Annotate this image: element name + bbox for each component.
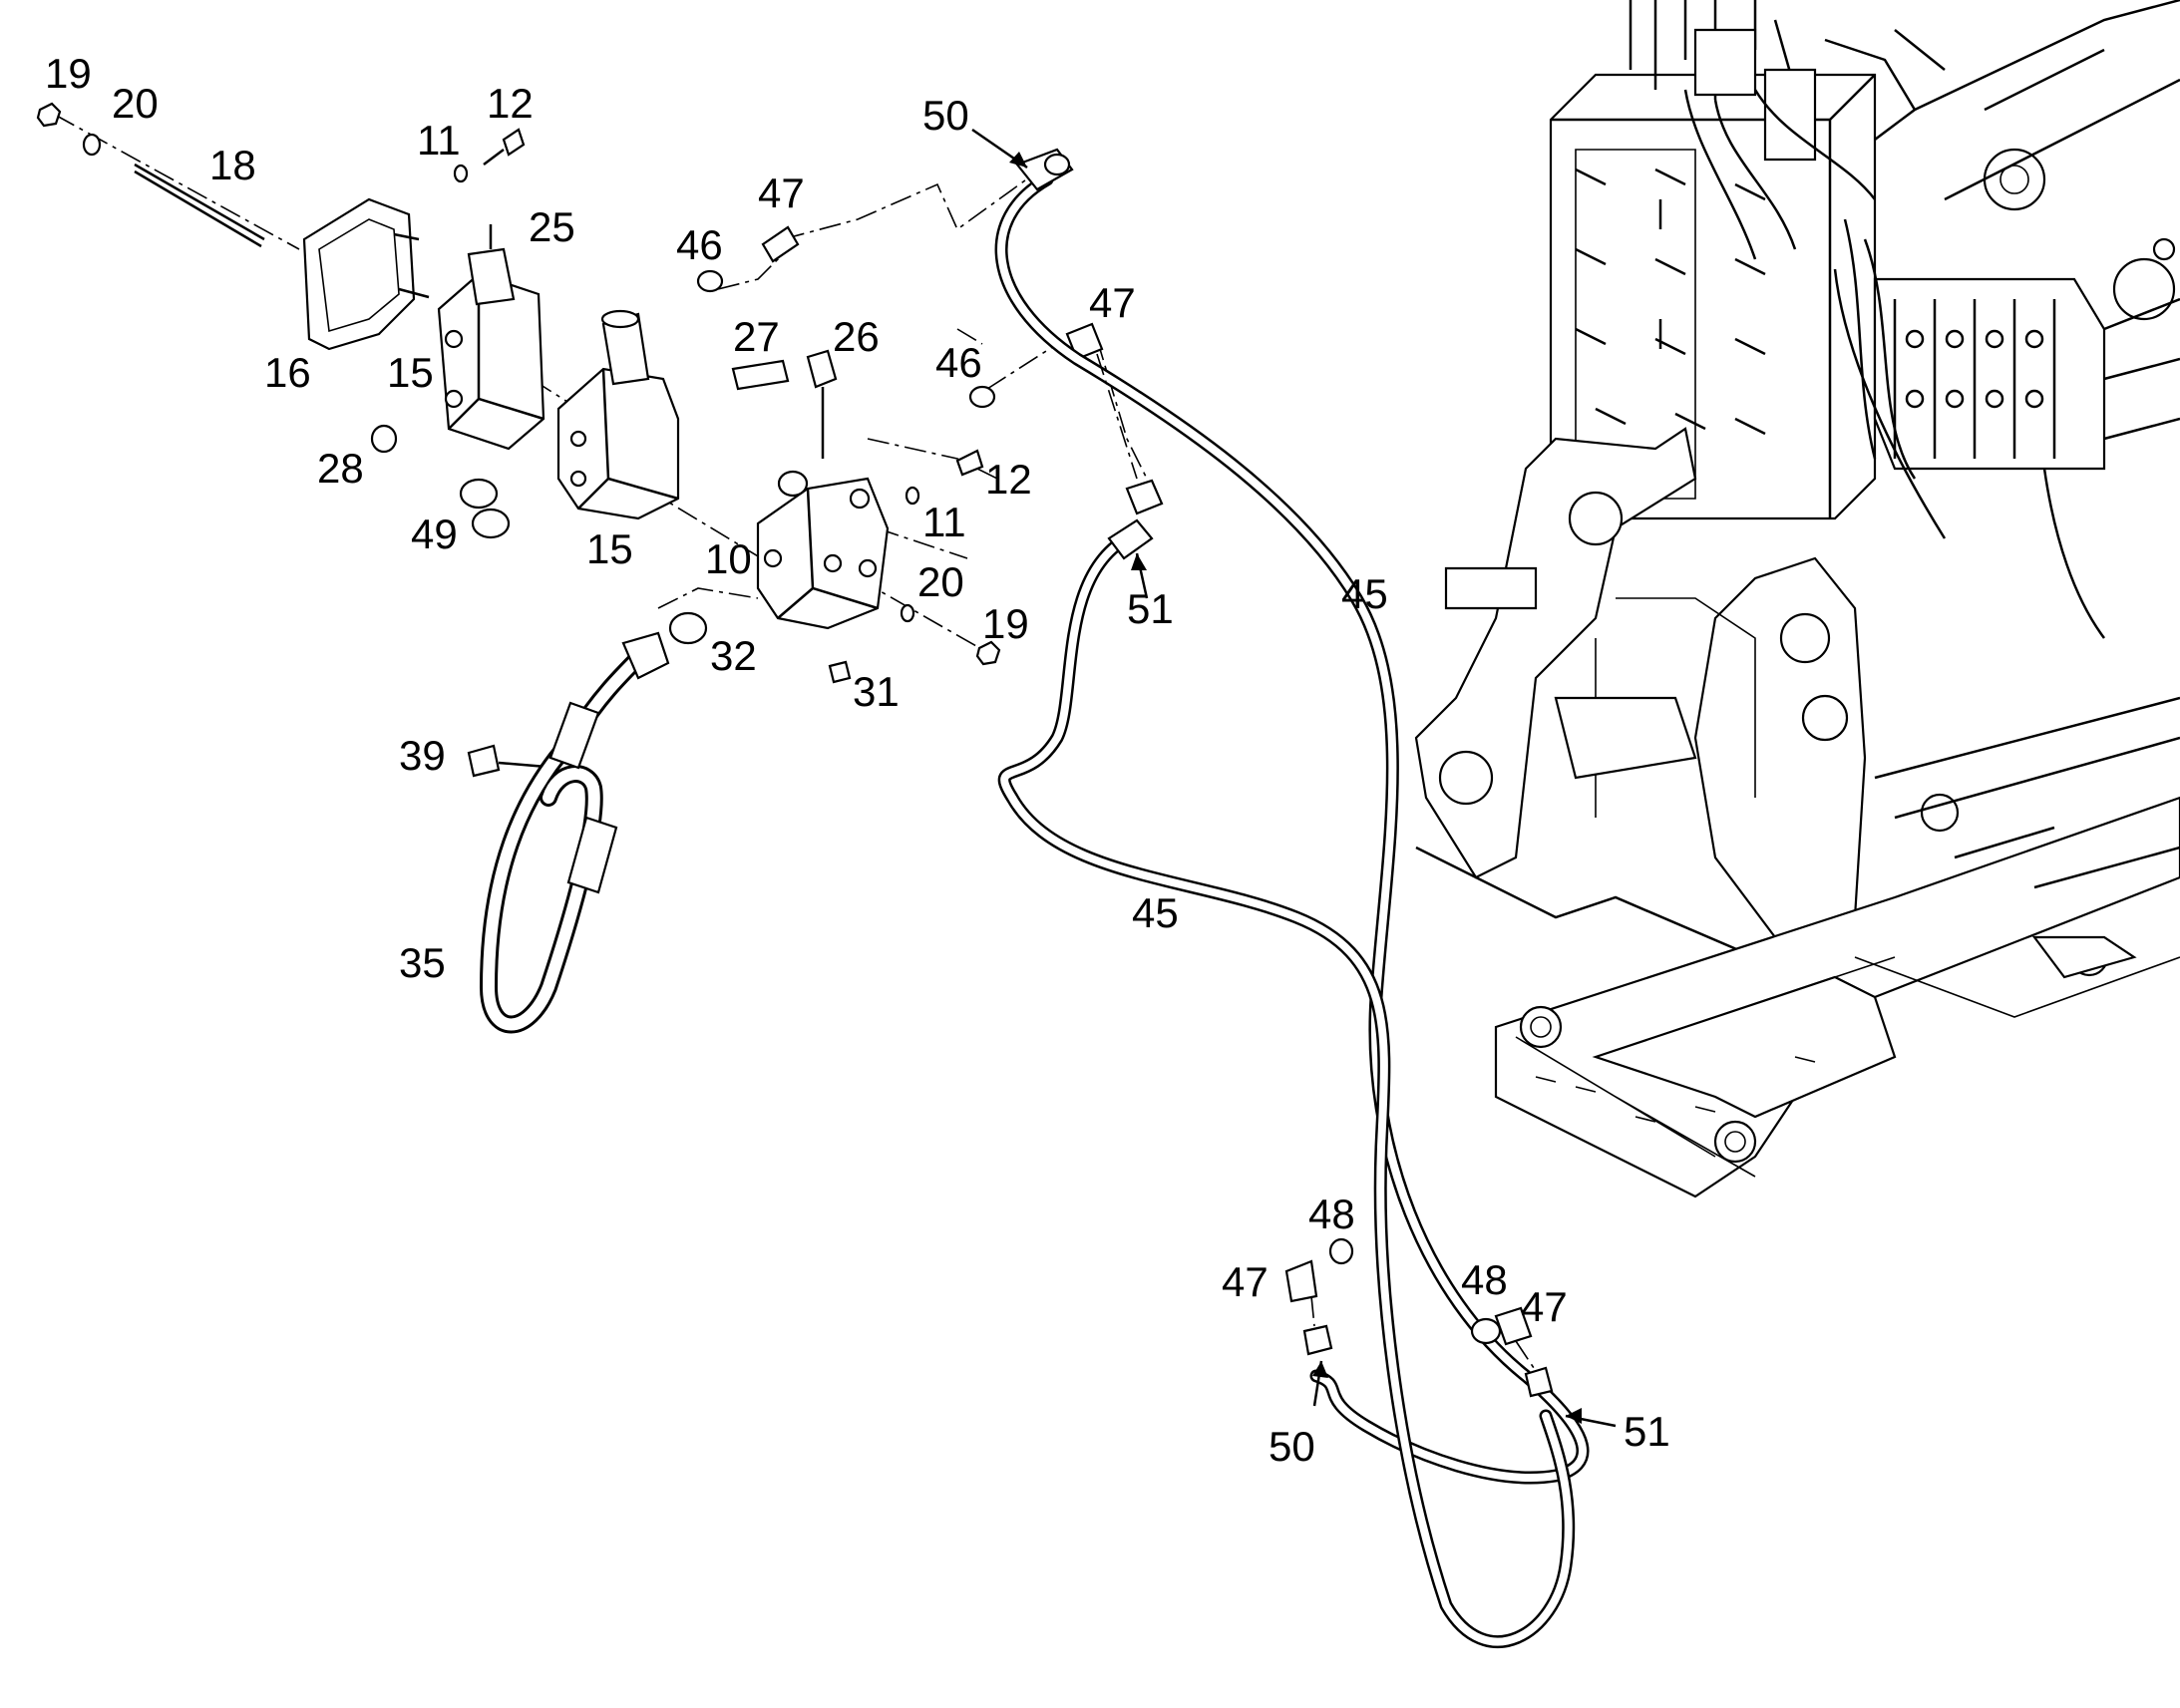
- callout-28: 28: [317, 445, 364, 492]
- washer-11b: [905, 486, 920, 506]
- fitting-49a: [459, 478, 499, 510]
- callout-49: 49: [411, 511, 458, 557]
- adapter-48a: [1328, 1237, 1354, 1265]
- callout-45b: 45: [1132, 889, 1179, 936]
- plug-28: [370, 424, 398, 454]
- callout-20b: 20: [917, 558, 964, 605]
- adapter-48b: [1470, 1317, 1502, 1345]
- callout-10: 10: [705, 535, 752, 582]
- nut-19a: [36, 102, 62, 128]
- elbow-47d: [1494, 1306, 1533, 1346]
- bolt-12b: [955, 449, 984, 477]
- callout-16: 16: [264, 349, 311, 396]
- callout-50a: 50: [922, 92, 969, 139]
- callout-48a: 48: [1308, 1191, 1355, 1237]
- callout-47a: 47: [758, 170, 805, 216]
- adapter-46b: [968, 385, 996, 409]
- callout-46b: 46: [935, 339, 982, 386]
- callout-15b: 15: [586, 525, 633, 572]
- callout-18: 18: [209, 142, 256, 188]
- fitting-49b: [471, 508, 511, 539]
- callout-45a: 45: [1341, 570, 1388, 617]
- callout-25: 25: [529, 203, 575, 250]
- hoses: [971, 128, 1617, 1649]
- callout-31: 31: [853, 668, 900, 715]
- plug-31: [828, 660, 852, 684]
- callout-47d: 47: [1521, 1283, 1568, 1330]
- callout-19b: 19: [982, 600, 1029, 647]
- washer-20b: [900, 603, 915, 623]
- adapter-46a: [696, 269, 724, 293]
- callout-12b: 12: [985, 456, 1032, 503]
- callout-11b: 11: [922, 499, 966, 545]
- callout-50b: 50: [1269, 1423, 1315, 1470]
- callout-32: 32: [710, 632, 757, 679]
- fitting-39: [467, 744, 501, 778]
- tee-26: [806, 349, 838, 389]
- callout-47b: 47: [1089, 279, 1136, 326]
- nut-19b: [975, 640, 1001, 666]
- callout-15a: 15: [387, 349, 434, 396]
- washer-20a: [82, 133, 102, 157]
- bolt-12a: [502, 128, 526, 157]
- machine-frame: [1414, 0, 2180, 1198]
- callout-39: 39: [399, 732, 446, 779]
- callout-35: 35: [399, 939, 446, 986]
- callout-20a: 20: [112, 80, 159, 127]
- callout-26: 26: [833, 313, 880, 360]
- washer-11a: [453, 164, 469, 183]
- callout-46a: 46: [676, 221, 723, 268]
- elbow-47a: [761, 225, 800, 263]
- callout-11a: 11: [417, 117, 461, 164]
- callout-47c: 47: [1222, 1258, 1269, 1305]
- callout-51b: 51: [1624, 1408, 1670, 1455]
- callout-labels: 19 20 12 11 18 25 16 15 28 49 15 46 47 5…: [45, 50, 1670, 1470]
- tie-rod-18: [134, 163, 265, 248]
- end-plate-16: [302, 197, 416, 351]
- callout-48b: 48: [1461, 1256, 1508, 1303]
- callout-27: 27: [733, 313, 780, 360]
- callout-12a: 12: [487, 80, 534, 127]
- fitting-27: [731, 359, 790, 391]
- fitting-32: [668, 611, 708, 645]
- elbow-47c: [1284, 1259, 1318, 1303]
- valve-assembly: [36, 102, 1148, 1034]
- callout-51a: 51: [1127, 585, 1174, 632]
- callout-19a: 19: [45, 50, 92, 97]
